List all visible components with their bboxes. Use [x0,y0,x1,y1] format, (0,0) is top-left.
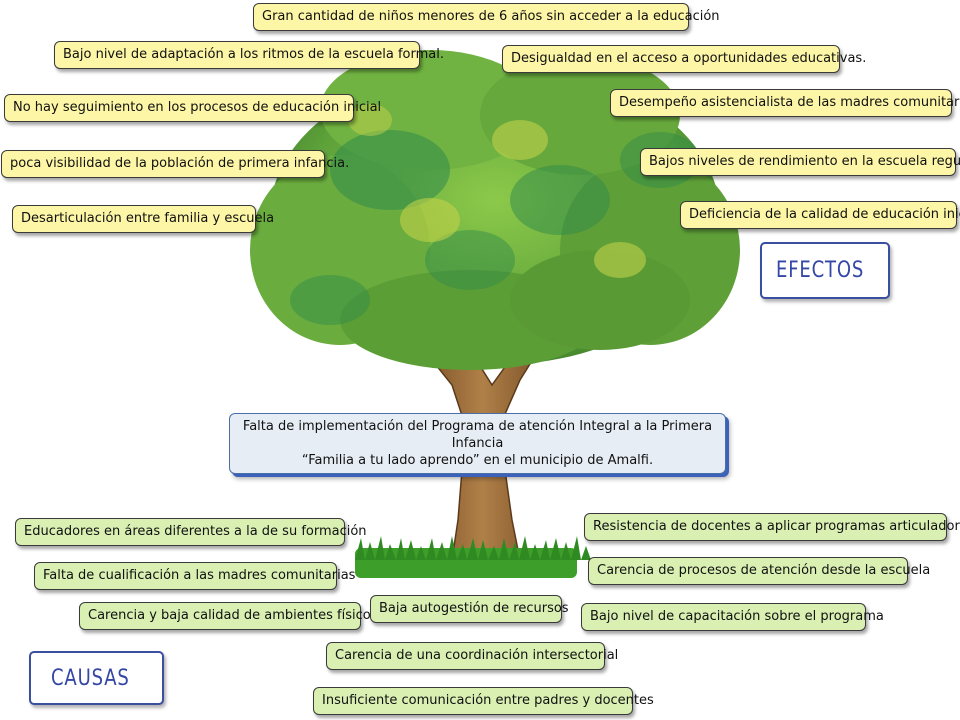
cause-box: Resistencia de docentes a aplicar progra… [584,513,960,541]
cause-box: Insuficiente comunicación entre padres y… [313,687,654,715]
tree-foliage [250,50,740,370]
effect-box: Bajos niveles de rendimiento en la escue… [640,148,960,176]
effect-box: Desempeño asistencialista de las madres … [610,89,960,117]
cause-box: Carencia y baja calidad de ambientes fís… [79,602,377,630]
effects-label: EFECTOS [776,258,865,283]
causes-label: CAUSAS [51,665,130,691]
central-problem-line-2: “Familia a tu lado aprendo” en el munici… [301,453,654,468]
cause-box: Falta de cualificación a las madres comu… [34,562,355,590]
cause-box: Bajo nivel de capacitación sobre el prog… [581,603,884,631]
effects-label-box: EFECTOS [760,242,890,299]
effect-box: Deficiencia de la calidad de educación i… [680,201,960,229]
grass [355,536,591,578]
cause-box: Carencia de una coordinación intersector… [326,642,618,670]
cause-box: Educadores en áreas diferentes a la de s… [15,518,367,546]
central-problem-line-1: Falta de implementación del Programa de … [242,419,713,451]
effect-box: No hay seguimiento en los procesos de ed… [4,94,381,122]
causes-label-box: CAUSAS [29,651,164,705]
central-problem-box: Falta de implementación del Programa de … [229,413,726,474]
effect-box: Desarticulación entre familia y escuela [12,205,274,233]
cause-box: Carencia de procesos de atención desde l… [588,557,930,585]
effect-box: Desigualdad en el acceso a oportunidades… [502,45,866,73]
cause-box: Baja autogestión de recursos [370,595,569,623]
effect-box: poca visibilidad de la población de prim… [1,150,349,178]
effect-box: Bajo nivel de adaptación a los ritmos de… [54,41,444,69]
effect-box: Gran cantidad de niños menores de 6 años… [253,3,720,31]
